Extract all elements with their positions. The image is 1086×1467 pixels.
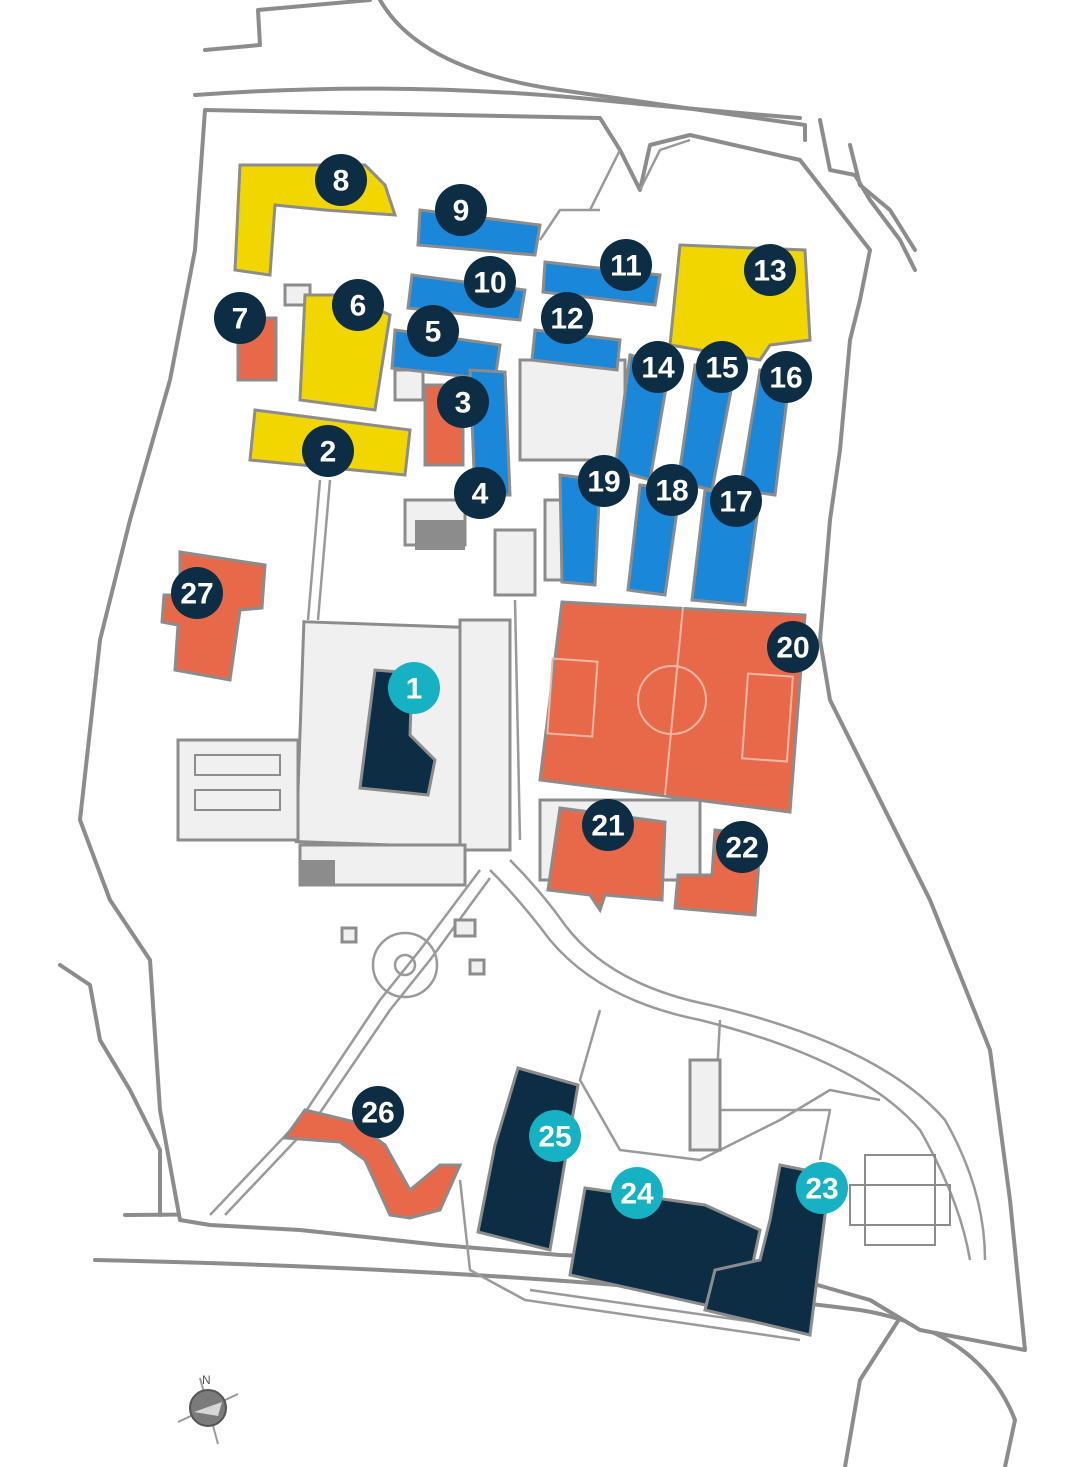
marker-circle — [582, 799, 634, 851]
marker-label: 26 — [361, 1097, 394, 1130]
building-26[interactable] — [282, 1108, 463, 1220]
marker-5[interactable]: 5 — [407, 305, 459, 357]
marker-label: 10 — [473, 267, 506, 300]
marker-label: 5 — [425, 316, 442, 349]
marker-circle — [214, 292, 266, 344]
marker-circle — [302, 425, 354, 477]
building-20[interactable] — [538, 600, 807, 814]
marker-circle — [796, 1162, 848, 1214]
marker-circle — [710, 475, 762, 527]
marker-circle — [744, 244, 796, 296]
marker-9[interactable]: 9 — [435, 184, 487, 236]
marker-label: 24 — [620, 1178, 654, 1211]
marker-circle — [767, 621, 819, 673]
marker-4[interactable]: 4 — [454, 467, 506, 519]
marker-14[interactable]: 14 — [632, 341, 684, 393]
marker-label: 1 — [406, 673, 423, 706]
marker-10[interactable]: 10 — [464, 256, 516, 308]
marker-label: 17 — [719, 486, 752, 519]
marker-25[interactable]: 25 — [529, 1110, 581, 1162]
marker-27[interactable]: 27 — [171, 567, 223, 619]
marker-12[interactable]: 12 — [541, 292, 593, 344]
marker-circle — [696, 341, 748, 393]
marker-2[interactable]: 2 — [302, 425, 354, 477]
marker-circle — [646, 464, 698, 516]
marker-circle — [315, 154, 367, 206]
marker-circle — [611, 1167, 663, 1219]
marker-1[interactable]: 1 — [388, 662, 440, 714]
marker-6[interactable]: 6 — [332, 279, 384, 331]
marker-20[interactable]: 20 — [767, 621, 819, 673]
marker-circle — [578, 455, 630, 507]
marker-circle — [541, 292, 593, 344]
marker-label: 25 — [538, 1121, 571, 1154]
marker-label: 3 — [455, 387, 472, 420]
marker-label: 16 — [769, 362, 802, 395]
marker-7[interactable]: 7 — [214, 292, 266, 344]
marker-circle — [454, 467, 506, 519]
marker-circle — [760, 351, 812, 403]
marker-label: 7 — [232, 303, 249, 336]
marker-label: 8 — [333, 165, 350, 198]
internal-paths — [209, 138, 987, 1342]
marker-label: 12 — [550, 303, 583, 336]
compass-north-label: N — [202, 1373, 211, 1387]
marker-label: 27 — [180, 578, 213, 611]
marker-13[interactable]: 13 — [744, 244, 796, 296]
marker-label: 6 — [350, 290, 367, 323]
marker-16[interactable]: 16 — [760, 351, 812, 403]
marker-circle — [388, 662, 440, 714]
marker-label: 20 — [776, 632, 809, 665]
marker-24[interactable]: 24 — [611, 1167, 663, 1219]
marker-circle — [352, 1086, 404, 1138]
marker-label: 21 — [591, 810, 624, 843]
marker-21[interactable]: 21 — [582, 799, 634, 851]
marker-label: 15 — [705, 352, 738, 385]
compass[interactable]: N — [177, 1373, 239, 1445]
marker-label: 19 — [587, 466, 620, 499]
marker-label: 18 — [655, 475, 688, 508]
marker-label: 13 — [753, 255, 786, 288]
marker-circle — [332, 279, 384, 331]
marker-26[interactable]: 26 — [352, 1086, 404, 1138]
building-21[interactable] — [546, 806, 667, 914]
marker-circle — [464, 256, 516, 308]
marker-label: 23 — [805, 1173, 838, 1206]
marker-circle — [716, 821, 768, 873]
marker-17[interactable]: 17 — [710, 475, 762, 527]
marker-8[interactable]: 8 — [315, 154, 367, 206]
marker-3[interactable]: 3 — [437, 376, 489, 428]
marker-19[interactable]: 19 — [578, 455, 630, 507]
marker-22[interactable]: 22 — [716, 821, 768, 873]
marker-label: 22 — [725, 832, 758, 865]
marker-circle — [632, 341, 684, 393]
marker-label: 11 — [610, 250, 642, 283]
marker-label: 14 — [641, 352, 675, 385]
marker-23[interactable]: 23 — [796, 1162, 848, 1214]
marker-circle — [437, 376, 489, 428]
marker-label: 2 — [320, 436, 337, 469]
marker-label: 9 — [453, 195, 470, 228]
marker-15[interactable]: 15 — [696, 341, 748, 393]
marker-circle — [435, 184, 487, 236]
marker-18[interactable]: 18 — [646, 464, 698, 516]
marker-11[interactable]: 11 — [600, 239, 652, 291]
marker-label: 4 — [472, 478, 489, 511]
marker-circle — [171, 567, 223, 619]
marker-circle — [407, 305, 459, 357]
marker-circle — [529, 1110, 581, 1162]
marker-circle — [600, 239, 652, 291]
